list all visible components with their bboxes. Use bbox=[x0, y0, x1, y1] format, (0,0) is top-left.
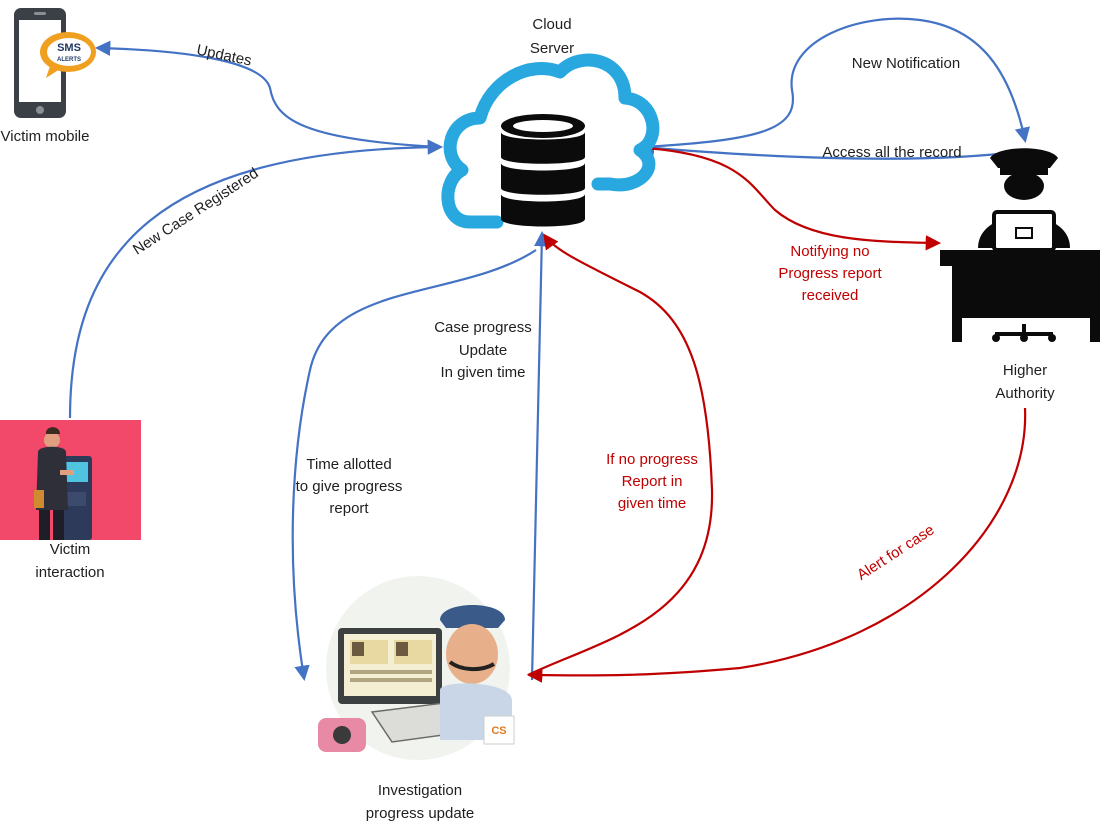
edge-new-case-registered bbox=[68, 139, 444, 419]
victim-interaction-label-line2: interaction bbox=[35, 564, 104, 581]
kiosk-person-icon bbox=[0, 420, 141, 540]
cs-badge-text: CS bbox=[491, 725, 506, 737]
investigation-label-line2: progress update bbox=[366, 805, 474, 822]
label-if-no-progress-line1: If no progress bbox=[606, 451, 698, 468]
label-new-notification: New Notification bbox=[852, 55, 960, 72]
label-updates: Updates bbox=[195, 41, 253, 69]
edge-if-no-progress bbox=[527, 233, 714, 676]
edge-updates bbox=[94, 40, 441, 149]
edge-alert-for-case bbox=[526, 407, 1027, 683]
label-access-record: Access all the record bbox=[822, 144, 961, 161]
label-case-progress-line1: Case progress bbox=[434, 319, 532, 336]
cloud-server-icon bbox=[441, 53, 660, 229]
label-if-no-progress-line2: Report in bbox=[622, 473, 683, 490]
label-new-case-registered: New Case Registered bbox=[130, 165, 262, 259]
label-time-allotted-line2: to give progress bbox=[296, 478, 403, 495]
cloud-label-line1: Cloud bbox=[532, 16, 571, 33]
alerts-text: ALERTS bbox=[57, 57, 81, 63]
label-if-no-progress-line3: given time bbox=[618, 495, 686, 512]
sms-text: SMS bbox=[57, 42, 81, 54]
sms-alerts-icon: SMS ALERTS bbox=[40, 32, 96, 78]
victim-mobile-label: Victim mobile bbox=[1, 128, 90, 145]
edge-time-allotted bbox=[291, 249, 537, 682]
label-notifying-line2: Progress report bbox=[778, 265, 882, 282]
investigator-computer-icon: CS bbox=[318, 576, 515, 760]
label-case-progress-line2: Update bbox=[459, 342, 507, 359]
edge-case-progress bbox=[530, 230, 550, 681]
label-time-allotted-line1: Time allotted bbox=[306, 456, 391, 473]
higher-authority-label-line2: Authority bbox=[995, 385, 1055, 402]
label-alert-for-case: Alert for case bbox=[854, 521, 937, 583]
label-notifying-line3: received bbox=[802, 287, 859, 304]
cloud-label-line2: Server bbox=[530, 40, 574, 57]
victim-interaction-label-line1: Victim bbox=[50, 541, 91, 558]
officer-desk-icon bbox=[940, 148, 1100, 342]
label-notifying-line1: Notifying no bbox=[790, 243, 869, 260]
label-case-progress-line3: In given time bbox=[440, 364, 525, 381]
edge-notifying bbox=[644, 146, 942, 251]
investigation-label-line1: Investigation bbox=[378, 782, 462, 799]
label-time-allotted-line3: report bbox=[329, 500, 369, 517]
edge-new-notification bbox=[644, 17, 1030, 149]
higher-authority-label-line1: Higher bbox=[1003, 362, 1047, 379]
